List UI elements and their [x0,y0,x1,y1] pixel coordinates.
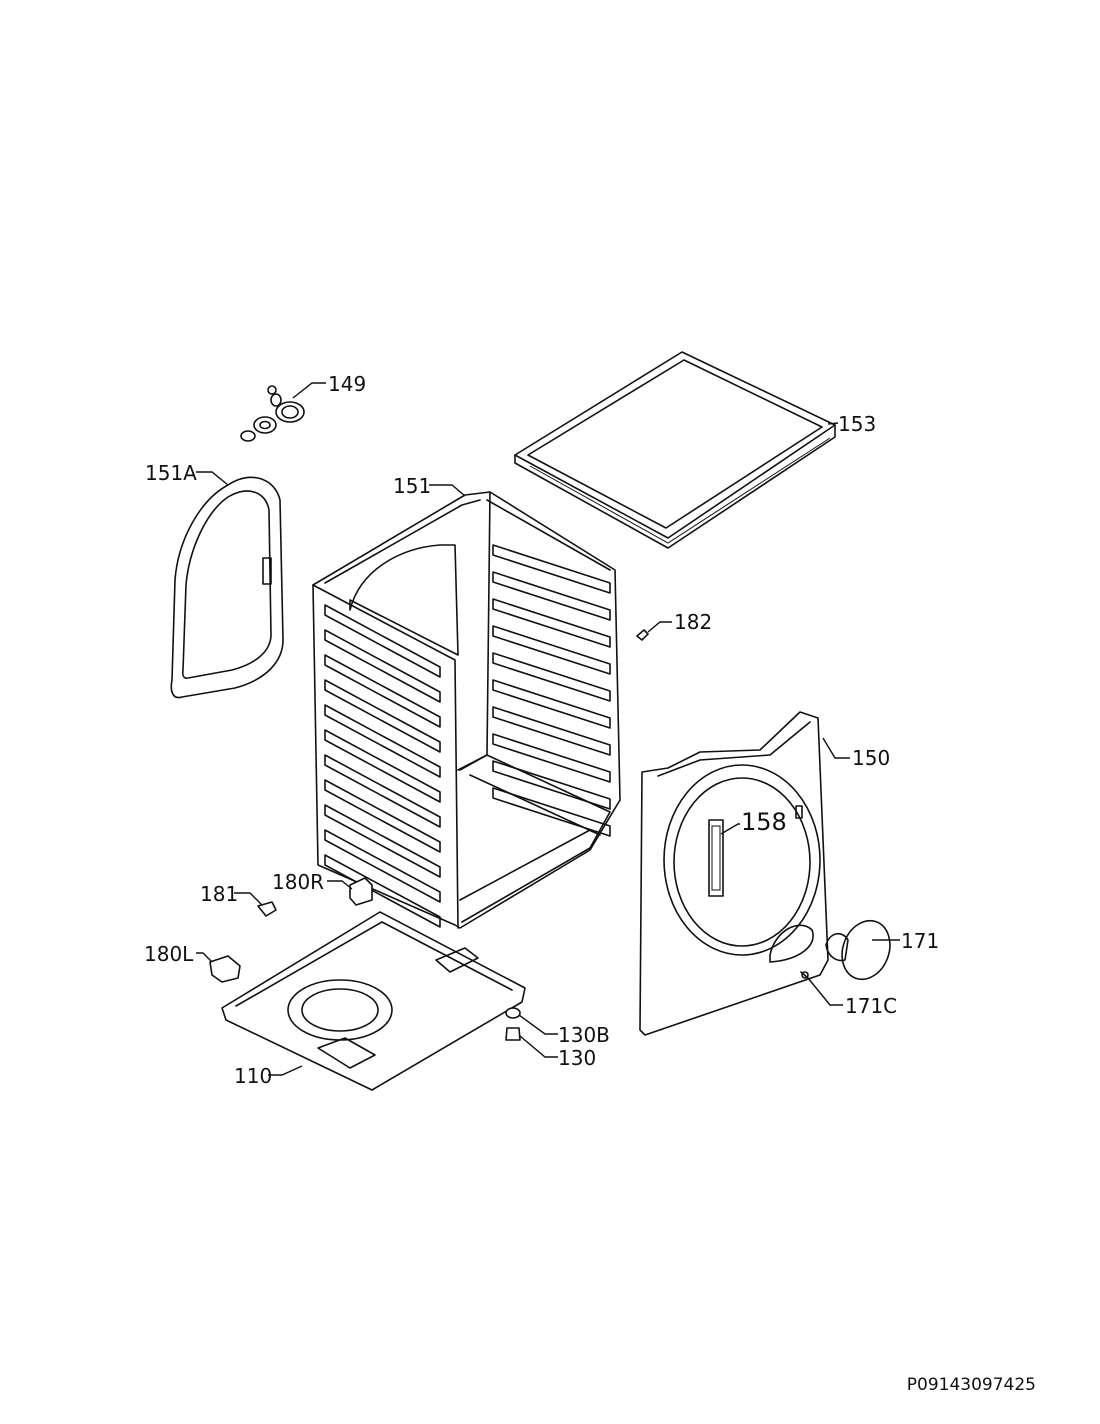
label-158: 158 [741,808,787,836]
label-181: 181 [200,882,238,906]
leader-lines [196,382,900,1076]
cover-disc-171 [825,919,891,981]
seal-rings-149 [240,385,305,442]
door-frame-151A [170,476,284,699]
label-110: 110 [234,1064,272,1088]
foot-130 [505,1027,521,1041]
rib-right [492,571,611,621]
rib-left [324,704,441,778]
right-panel-ribs [492,544,611,837]
label-130: 130 [558,1046,596,1070]
rib-right [492,598,611,648]
rib-right [492,787,611,837]
part-labels: 149 153 151A 151 182 150 158 181 180R 18… [144,372,939,1088]
label-180L: 180L [144,942,194,966]
label-130B: 130B [558,1023,610,1047]
rib-right [492,706,611,756]
pin-171C [800,971,809,979]
bracket-180L [209,955,241,983]
rib-right [492,733,611,783]
drawing-code: P09143097425 [907,1375,1036,1395]
bracket-180R [349,877,373,906]
screw-182 [636,629,649,641]
label-149: 149 [328,372,366,396]
rib-left [324,854,441,928]
front-panel-150 [639,711,829,1036]
label-171: 171 [901,929,939,953]
rib-right [492,652,611,702]
base-plate-110 [221,911,526,1091]
label-171C: 171C [845,994,897,1018]
label-151A: 151A [145,461,197,485]
rib-right [492,544,611,594]
label-150: 150 [852,746,890,770]
cabinet-frame-151 [312,491,621,929]
rib-left [324,679,441,753]
clip-181 [257,901,277,917]
foot-nut-130B [505,1007,521,1019]
rib-left [324,604,441,678]
rib-left [324,729,441,803]
rib-right [492,679,611,729]
rib-left [324,754,441,828]
top-cover-153 [514,351,836,549]
rib-left [324,829,441,903]
rib-right [492,625,611,675]
label-182: 182 [674,610,712,634]
left-panel-ribs [324,604,441,928]
rib-right [492,760,611,810]
label-151: 151 [393,474,431,498]
rib-left [324,654,441,728]
label-153: 153 [838,412,876,436]
door-latch-158 [708,819,724,897]
label-180R: 180R [272,870,324,894]
rib-left [324,629,441,703]
rib-left [324,779,441,853]
rib-left [324,804,441,878]
